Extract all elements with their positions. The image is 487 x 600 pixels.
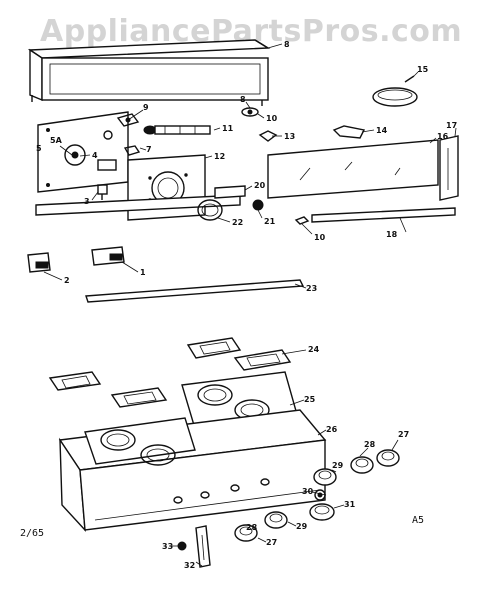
grate-24-back	[186, 337, 242, 359]
bracket-20	[214, 185, 246, 199]
grate-24-right	[233, 349, 292, 371]
callout-7: 7	[146, 145, 152, 154]
clip-13	[258, 130, 278, 142]
knob-21	[252, 199, 264, 211]
callout-14: 14	[376, 126, 388, 135]
callout-29-top: 29	[332, 461, 344, 470]
knob-28-bottom	[264, 511, 288, 529]
igniter-tube	[143, 125, 211, 135]
callout-11: 11	[222, 124, 234, 133]
callout-10-top: 10	[266, 114, 278, 123]
callout-labels: 8 9 8 10 11 12 13 14 15 16 17 18 10 20 2…	[36, 40, 457, 570]
bracket-14	[332, 125, 366, 139]
knob-27-bottom	[234, 524, 258, 542]
callout-27-bottom: 27	[266, 538, 277, 547]
knob-31	[309, 503, 335, 521]
bracket-rail	[35, 194, 241, 216]
callout-5: 5	[36, 144, 42, 153]
callout-3: 3	[84, 197, 90, 206]
callout-2: 2	[64, 276, 70, 285]
screw-19	[294, 216, 310, 225]
part-3	[97, 184, 108, 200]
callout-31: 31	[344, 500, 356, 509]
bracket-2	[27, 252, 51, 273]
callout-4: 4	[92, 151, 98, 160]
callout-9: 9	[143, 103, 149, 112]
grate-24-mid	[110, 387, 168, 408]
nut-33	[177, 541, 187, 551]
leader-lines	[43, 43, 457, 567]
knob-28-right-top	[350, 456, 374, 474]
callout-25: 25	[304, 395, 316, 404]
trim-strip-18	[311, 207, 456, 223]
callout-20: 20	[254, 181, 266, 190]
callout-8-bolt: 8	[240, 95, 246, 104]
knob-27-right	[376, 449, 400, 467]
callout-15: 15	[417, 65, 429, 74]
callout-10-screw: 10	[314, 233, 326, 242]
callout-28-top: 28	[364, 440, 376, 449]
sheet-code: A5	[412, 515, 425, 526]
control-panel	[37, 111, 129, 193]
wire-loop-15	[372, 75, 418, 107]
callout-23: 23	[306, 284, 317, 293]
callout-30: 30	[302, 487, 314, 496]
callout-21: 21	[264, 217, 276, 226]
grate-24-left	[48, 371, 102, 391]
callout-26: 26	[326, 425, 338, 434]
date-code: 2/65	[20, 528, 45, 539]
callout-17: 17	[446, 121, 457, 130]
end-cap-17	[439, 135, 459, 201]
backguard-shell	[27, 39, 271, 106]
callout-22: 22	[232, 218, 243, 227]
part-7	[123, 145, 141, 156]
callout-33: 33	[162, 542, 173, 551]
cooktop-body-26	[58, 409, 327, 532]
bracket-1	[91, 246, 125, 266]
callout-5a: 5A	[50, 136, 63, 145]
callout-29-bottom: 29	[296, 522, 308, 531]
callout-1: 1	[140, 268, 146, 277]
leg-32	[195, 525, 211, 568]
callout-27-top: 27	[398, 430, 409, 439]
glass-panel-16	[267, 139, 439, 199]
bolt-10	[241, 107, 259, 117]
callout-24: 24	[308, 345, 320, 354]
knob-29-top	[313, 468, 337, 486]
callout-12: 12	[214, 152, 225, 161]
callout-8-shell: 8	[284, 40, 290, 49]
cable-22	[197, 199, 223, 221]
callout-18: 18	[386, 230, 398, 239]
callout-13: 13	[284, 132, 295, 141]
callout-28-bottom: 28	[246, 523, 258, 532]
rod-23	[85, 279, 305, 303]
callout-16: 16	[437, 132, 449, 141]
callout-32: 32	[184, 561, 195, 570]
